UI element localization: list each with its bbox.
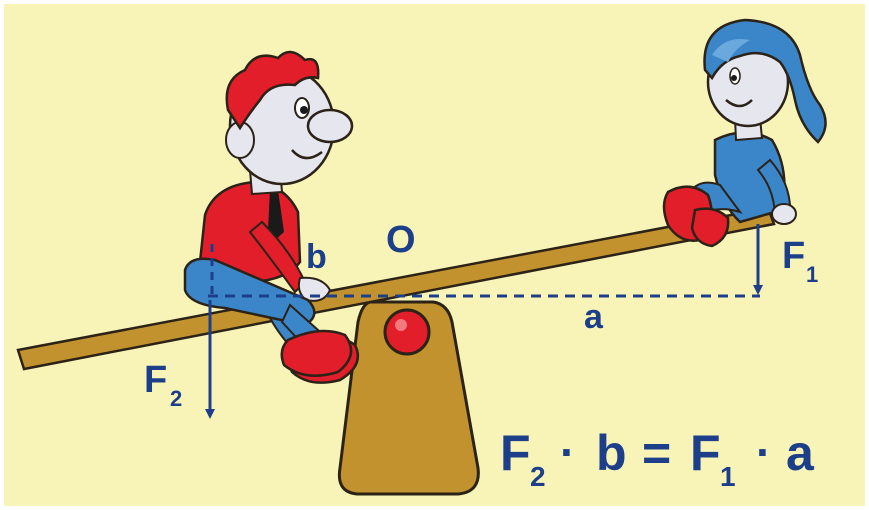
svg-text:1: 1 [720,461,736,492]
girl-figure [662,18,827,248]
svg-text:1: 1 [806,262,818,287]
force-left-label: F 2 [144,359,182,411]
svg-text:·: · [756,426,771,478]
force-right-label: F 1 [782,235,818,287]
svg-text:F: F [690,425,721,481]
boy-figure [183,50,360,384]
svg-text:F: F [782,235,805,277]
moment-equation: F 2 · b = F 1 · a [500,425,815,492]
svg-text:·: · [560,426,575,478]
long-arm-label: a [584,298,604,336]
svg-text:F: F [500,425,531,481]
seesaw-plank [16,206,776,371]
svg-text:F: F [144,359,167,401]
svg-text:2: 2 [170,386,182,411]
fulcrum-icon [337,300,480,496]
svg-text:=: = [642,425,671,481]
svg-text:2: 2 [530,461,546,492]
svg-text:b: b [596,425,627,481]
short-arm-label: b [306,238,327,276]
pivot-label: O [386,219,416,261]
svg-text:a: a [786,425,815,481]
